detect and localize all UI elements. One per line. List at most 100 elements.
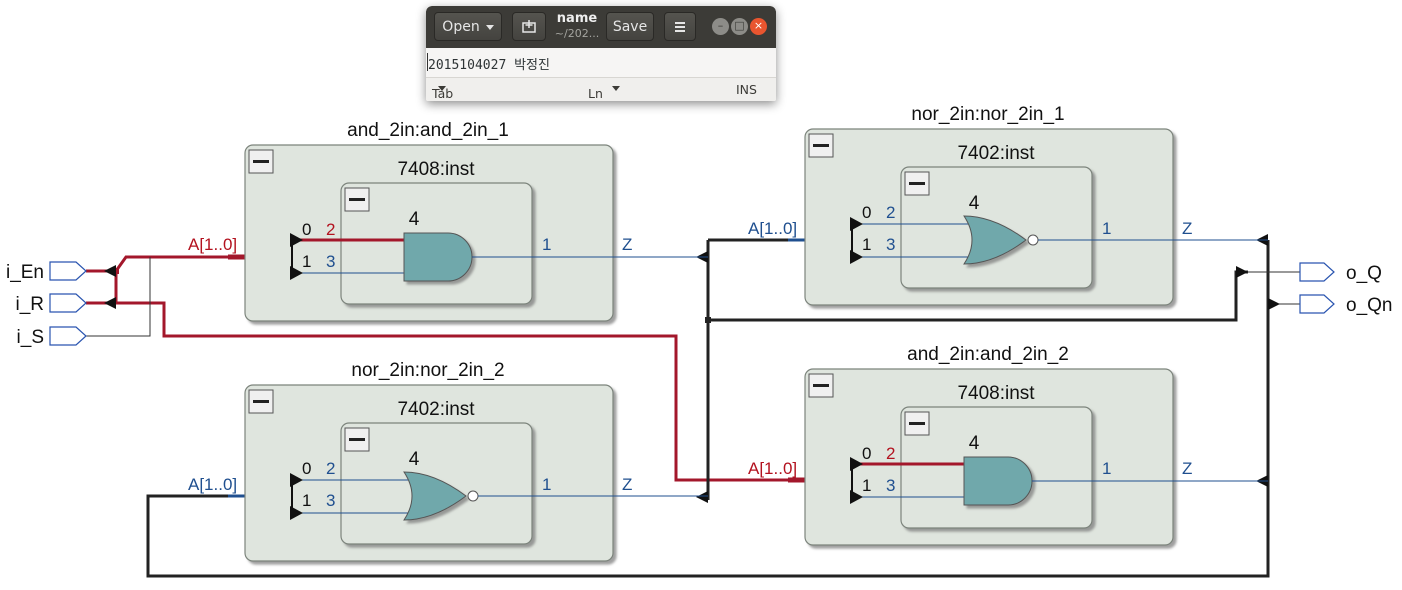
pin-label: 0 bbox=[302, 220, 311, 239]
maximize-icon: □ bbox=[734, 19, 745, 32]
pin-label: 2 bbox=[326, 459, 335, 478]
pin-arrow bbox=[290, 233, 303, 247]
input-port-i-r[interactable]: i_R bbox=[15, 293, 87, 315]
block-and-2in-1[interactable]: and_2in:and_2in_1 7408:inst 4 0 2 1 3 1 … bbox=[188, 120, 708, 322]
minimize-button[interactable]: – bbox=[712, 18, 729, 35]
block-title: and_2in:and_2in_1 bbox=[347, 120, 509, 141]
instance-label: 7408:inst bbox=[957, 383, 1035, 404]
chevron-down-icon bbox=[485, 24, 494, 30]
close-icon: × bbox=[753, 19, 764, 32]
gate-count: 4 bbox=[969, 193, 980, 214]
collapse-icon[interactable] bbox=[248, 389, 274, 414]
block-nor-2in-1[interactable]: nor_2in:nor_2in_1 7402:inst 4 0 2 1 3 1 … bbox=[748, 104, 1268, 306]
wire-bus-and2 bbox=[116, 301, 852, 482]
maximize-button[interactable]: □ bbox=[731, 18, 748, 35]
collapse-icon[interactable] bbox=[808, 373, 834, 398]
hamburger-menu-icon bbox=[675, 22, 685, 32]
gate-count: 4 bbox=[409, 449, 420, 470]
pin-label: 0 bbox=[302, 459, 311, 478]
port-shape bbox=[49, 261, 87, 281]
pin-label: 2 bbox=[886, 444, 895, 463]
nor-gate-icon bbox=[963, 215, 1027, 265]
new-document-button[interactable] bbox=[512, 12, 546, 41]
wire-ien-bus bbox=[86, 255, 292, 273]
text-editor-window[interactable]: Open name ~/202... Save – □ × 2015104027… bbox=[426, 6, 776, 101]
close-button[interactable]: × bbox=[750, 18, 767, 35]
block-nor-2in-2[interactable]: nor_2in:nor_2in_2 7402:inst 4 0 2 1 3 1 … bbox=[188, 360, 708, 562]
pin-arrow bbox=[850, 250, 863, 264]
document-name: name bbox=[556, 11, 598, 26]
wire-feedback-qn bbox=[146, 240, 1270, 578]
inverter-bubble bbox=[1027, 234, 1039, 246]
save-button[interactable]: Save bbox=[606, 12, 654, 41]
output-port-o-q[interactable]: o_Q bbox=[1299, 262, 1382, 284]
pin-label: 3 bbox=[886, 476, 895, 495]
instance-label: 7402:inst bbox=[957, 143, 1035, 164]
block-title: and_2in:and_2in_2 bbox=[907, 344, 1069, 365]
pin-label: 1 bbox=[862, 476, 871, 495]
document-title: name ~/202... bbox=[548, 11, 606, 41]
block-and-2in-2[interactable]: and_2in:and_2in_2 7408:inst 4 0 2 1 3 1 … bbox=[748, 344, 1268, 546]
port-shape bbox=[49, 326, 87, 346]
pin-label: 3 bbox=[886, 235, 895, 254]
collapse-icon[interactable] bbox=[904, 171, 930, 196]
open-label: Open bbox=[442, 19, 480, 35]
pin-label: 1 bbox=[862, 235, 871, 254]
collapse-icon[interactable] bbox=[808, 133, 834, 158]
pin-label: 3 bbox=[326, 252, 335, 271]
pin-label: 1 bbox=[542, 475, 551, 494]
pin-label: 1 bbox=[302, 491, 311, 510]
chevron-down-icon bbox=[612, 86, 620, 91]
minimize-icon: – bbox=[717, 19, 724, 32]
output-label: Z bbox=[622, 235, 632, 254]
block-title: nor_2in:nor_2in_1 bbox=[911, 104, 1064, 125]
menu-button[interactable] bbox=[664, 12, 696, 41]
port-shape bbox=[1299, 294, 1335, 314]
bus-label: A[1..0] bbox=[748, 459, 797, 478]
editor-text-area[interactable]: 2015104027 박정진 bbox=[428, 58, 550, 73]
editor-statusbar: Tab Width: 8 Ln 1, Col 1 INS bbox=[426, 77, 776, 101]
port-shape bbox=[49, 293, 87, 313]
and-gate-icon bbox=[963, 456, 1033, 506]
pin-label: 1 bbox=[1102, 459, 1111, 478]
output-label: Z bbox=[1182, 459, 1192, 478]
pin-label: 1 bbox=[302, 252, 311, 271]
block-title: nor_2in:nor_2in_2 bbox=[351, 360, 504, 381]
collapse-icon[interactable] bbox=[248, 149, 274, 174]
chevron-down-icon bbox=[438, 86, 446, 91]
tab-width-label: Tab Width: 8 bbox=[432, 86, 454, 101]
junction-dot bbox=[705, 317, 711, 323]
input-port-i-en[interactable]: i_En bbox=[6, 261, 87, 283]
pin-label: 0 bbox=[862, 203, 871, 222]
text-cursor bbox=[427, 53, 428, 71]
pin-arrow bbox=[850, 457, 863, 471]
pin-arrow bbox=[850, 490, 863, 504]
bus-label: A[1..0] bbox=[748, 219, 797, 238]
cursor-position-label: Ln 1, Col 1 bbox=[588, 86, 603, 101]
collapse-icon[interactable] bbox=[344, 187, 370, 212]
gate-count: 4 bbox=[409, 209, 420, 230]
pin-arrow bbox=[290, 506, 303, 520]
port-shape bbox=[1299, 262, 1335, 282]
bus-label: A[1..0] bbox=[188, 475, 237, 494]
editor-headerbar[interactable]: Open name ~/202... Save – □ × bbox=[426, 6, 776, 48]
port-label: o_Qn bbox=[1346, 295, 1392, 316]
port-label: i_En bbox=[6, 262, 44, 283]
port-label: i_R bbox=[15, 294, 44, 315]
instance-label: 7402:inst bbox=[397, 399, 475, 420]
pin-arrow bbox=[290, 473, 303, 487]
inverter-bubble bbox=[467, 490, 479, 502]
new-document-icon bbox=[522, 20, 536, 33]
output-label: Z bbox=[622, 475, 632, 494]
open-button[interactable]: Open bbox=[434, 12, 502, 41]
collapse-icon[interactable] bbox=[344, 427, 370, 452]
collapse-icon[interactable] bbox=[904, 411, 930, 436]
input-port-i-s[interactable]: i_S bbox=[17, 326, 87, 348]
output-label: Z bbox=[1182, 219, 1192, 238]
insert-mode-indicator[interactable]: INS bbox=[736, 82, 757, 97]
instance-label: 7408:inst bbox=[397, 159, 475, 180]
pin-label: 1 bbox=[1102, 219, 1111, 238]
output-port-o-qn[interactable]: o_Qn bbox=[1299, 294, 1392, 316]
and-gate-icon bbox=[403, 232, 473, 282]
